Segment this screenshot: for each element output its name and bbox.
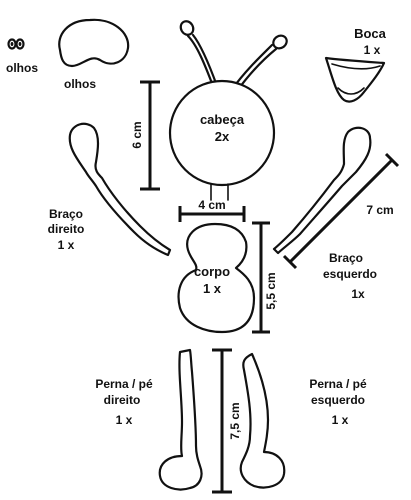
head-title: cabeça	[200, 112, 245, 127]
mouth-quantity: 1 x	[364, 43, 381, 57]
arm-length-label: 7 cm	[366, 203, 393, 217]
leg-left-label-line2: esquerdo	[311, 393, 365, 407]
antenna-left	[179, 20, 219, 88]
body-title: corpo	[194, 264, 230, 279]
body-piece	[177, 222, 256, 334]
eyes-small-piece	[7, 38, 25, 50]
arm-right-quantity: 1 x	[58, 238, 75, 252]
neck-width-measure	[178, 206, 246, 222]
eyes-label: olhos	[6, 61, 38, 75]
leg-length-measure	[212, 348, 232, 494]
neck-piece	[210, 183, 229, 201]
mouth-title: Boca	[354, 26, 387, 41]
head-quantity: 2x	[215, 129, 230, 144]
leg-left-piece	[239, 352, 286, 489]
arm-right-label-line2: direito	[48, 222, 85, 236]
head-piece	[168, 79, 276, 187]
arm-left-label-line1: Braço	[329, 251, 363, 265]
head-height-label: 6 cm	[130, 121, 144, 148]
leg-left-label-line1: Perna / pé	[309, 377, 367, 391]
antenna-right	[231, 34, 288, 93]
arm-left-label-line2: esquerdo	[323, 267, 377, 281]
leg-right-quantity: 1 x	[116, 413, 133, 427]
leg-right-piece	[158, 348, 203, 491]
leg-length-label: 7,5 cm	[228, 402, 242, 439]
neck-width-label: 4 cm	[198, 198, 225, 212]
body-height-label: 5,5 cm	[264, 272, 278, 309]
leg-left-quantity: 1 x	[332, 413, 349, 427]
arm-right-piece	[68, 122, 172, 257]
leg-right-label-line1: Perna / pé	[95, 377, 153, 391]
eyes-cutout-piece	[58, 18, 130, 68]
body-quantity: 1 x	[203, 281, 222, 296]
arm-left-quantity: 1x	[351, 287, 365, 301]
eyes-cutout-label: olhos	[64, 77, 96, 91]
body-height-measure	[252, 221, 270, 334]
mouth-piece	[324, 56, 386, 103]
head-height-measure	[140, 80, 160, 191]
arm-left-piece	[272, 126, 372, 255]
leg-right-label-line2: direito	[104, 393, 141, 407]
arm-right-label-line1: Braço	[49, 207, 83, 221]
arm-length-measure	[282, 152, 400, 270]
